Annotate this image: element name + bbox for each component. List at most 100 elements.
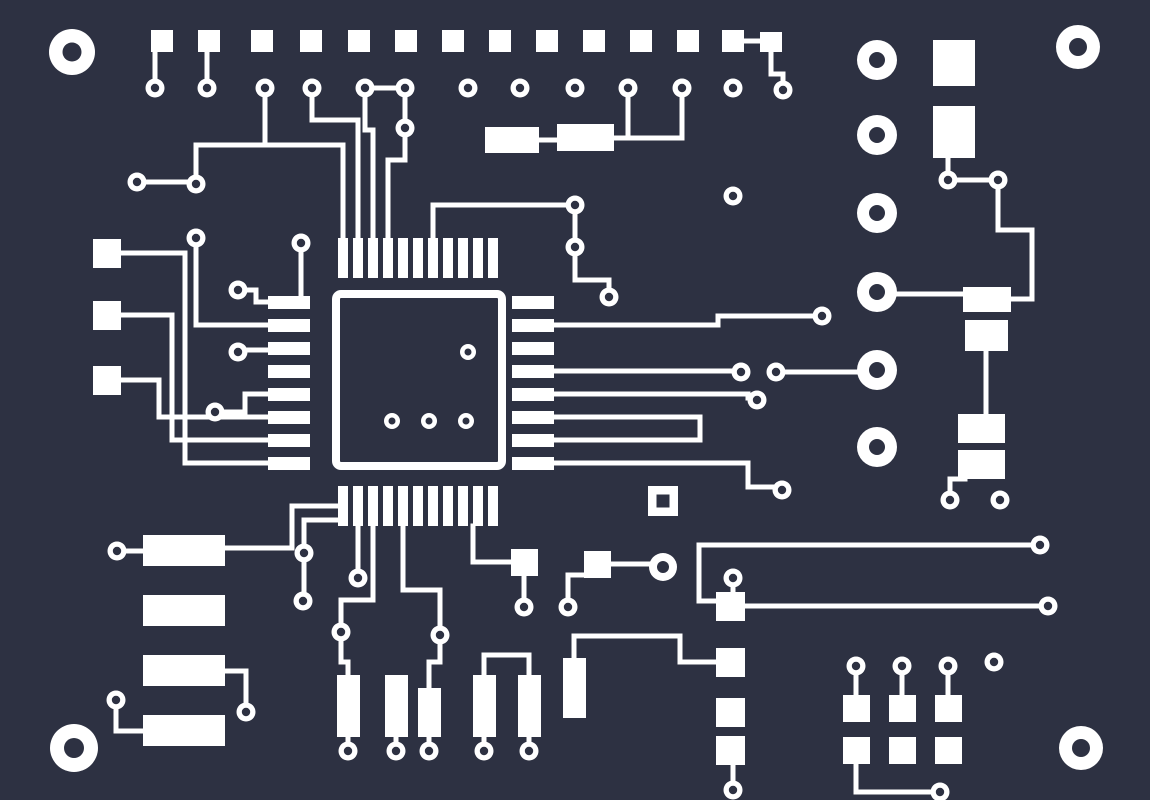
pad bbox=[300, 30, 322, 52]
pad bbox=[151, 30, 173, 52]
donut-via-hole bbox=[869, 439, 885, 455]
ic-inner-via-hole bbox=[388, 417, 396, 425]
pad bbox=[958, 450, 1005, 479]
via-hole bbox=[728, 785, 738, 795]
ic-pad-left bbox=[268, 365, 310, 378]
via-hole bbox=[897, 661, 907, 671]
trace bbox=[696, 542, 1034, 604]
ic-pad-left bbox=[268, 388, 310, 401]
pad bbox=[251, 30, 273, 52]
via-hole bbox=[298, 596, 308, 606]
trace bbox=[193, 142, 346, 241]
ic-pad-right bbox=[512, 365, 554, 378]
via-hole bbox=[570, 200, 580, 210]
ic-pin-top bbox=[488, 238, 498, 278]
pad bbox=[489, 30, 511, 52]
ic-inner-via-hole bbox=[464, 348, 472, 356]
ic-pin-top bbox=[383, 238, 393, 278]
trace bbox=[430, 202, 570, 241]
ic-pad-left bbox=[268, 342, 310, 355]
ic-pad-left bbox=[268, 457, 310, 470]
pad bbox=[198, 30, 220, 52]
pad bbox=[348, 30, 370, 52]
ic-pin-top bbox=[398, 238, 408, 278]
pad bbox=[563, 658, 586, 718]
donut-via-hole bbox=[869, 284, 885, 300]
pad bbox=[442, 30, 464, 52]
via-hole bbox=[353, 573, 363, 583]
via-hole bbox=[752, 395, 762, 405]
pad bbox=[418, 688, 441, 737]
via-hole bbox=[515, 83, 525, 93]
trace bbox=[385, 134, 408, 241]
via-hole bbox=[296, 238, 306, 248]
trace bbox=[113, 706, 148, 734]
via-hole bbox=[307, 83, 317, 93]
pad bbox=[965, 320, 1008, 351]
via-hole bbox=[851, 661, 861, 671]
ic-pin-bottom bbox=[428, 486, 438, 526]
pad bbox=[557, 124, 614, 151]
trace bbox=[481, 652, 532, 676]
pad bbox=[677, 30, 699, 52]
via-hole bbox=[604, 292, 614, 302]
trace bbox=[193, 244, 273, 328]
ic-pin-bottom bbox=[398, 486, 408, 526]
via-hole bbox=[463, 83, 473, 93]
trace bbox=[549, 313, 816, 328]
via-hole bbox=[728, 573, 738, 583]
ic-outline bbox=[332, 290, 506, 470]
pad bbox=[473, 675, 496, 737]
pad bbox=[933, 106, 975, 158]
ic-pin-top bbox=[458, 238, 468, 278]
ic-pin-top bbox=[428, 238, 438, 278]
via-hole bbox=[993, 175, 1003, 185]
pad bbox=[760, 32, 782, 52]
pad bbox=[716, 648, 745, 677]
trace bbox=[470, 523, 514, 565]
pad bbox=[716, 698, 745, 727]
via-hole bbox=[995, 495, 1005, 505]
via-hole bbox=[299, 548, 309, 558]
via-hole bbox=[132, 177, 142, 187]
ic-pin-top bbox=[443, 238, 453, 278]
via-hole bbox=[479, 746, 489, 756]
pad bbox=[843, 695, 870, 722]
via-hole bbox=[524, 746, 534, 756]
mounting-hole-hole bbox=[1072, 739, 1090, 757]
trace bbox=[426, 641, 443, 691]
pad bbox=[143, 595, 225, 626]
ic-pin-bottom bbox=[488, 486, 498, 526]
trace bbox=[362, 94, 376, 241]
via-hole bbox=[202, 83, 212, 93]
via-hole bbox=[241, 707, 251, 717]
ic-pin-bottom bbox=[383, 486, 393, 526]
pad bbox=[630, 30, 652, 52]
via-hole bbox=[778, 85, 788, 95]
via-hole bbox=[817, 311, 827, 321]
via-hole bbox=[943, 175, 953, 185]
pad bbox=[536, 30, 558, 52]
via-hole bbox=[343, 746, 353, 756]
square-hole-pad-hole bbox=[656, 494, 670, 508]
via-hole bbox=[519, 602, 529, 612]
mounting-hole-hole bbox=[62, 42, 82, 62]
ic-pad-right bbox=[512, 296, 554, 309]
trace bbox=[565, 572, 592, 601]
ic-pin-top bbox=[473, 238, 483, 278]
pad bbox=[716, 736, 745, 765]
ic-pin-bottom bbox=[338, 486, 348, 526]
pad bbox=[485, 127, 539, 153]
via-hole bbox=[233, 347, 243, 357]
pad bbox=[385, 675, 408, 737]
pad bbox=[843, 737, 870, 764]
via-hole bbox=[677, 83, 687, 93]
trace bbox=[118, 312, 273, 443]
ic-pin-top bbox=[368, 238, 378, 278]
trace bbox=[338, 523, 376, 626]
trace bbox=[400, 523, 443, 629]
pad bbox=[583, 30, 605, 52]
pad bbox=[716, 592, 745, 621]
